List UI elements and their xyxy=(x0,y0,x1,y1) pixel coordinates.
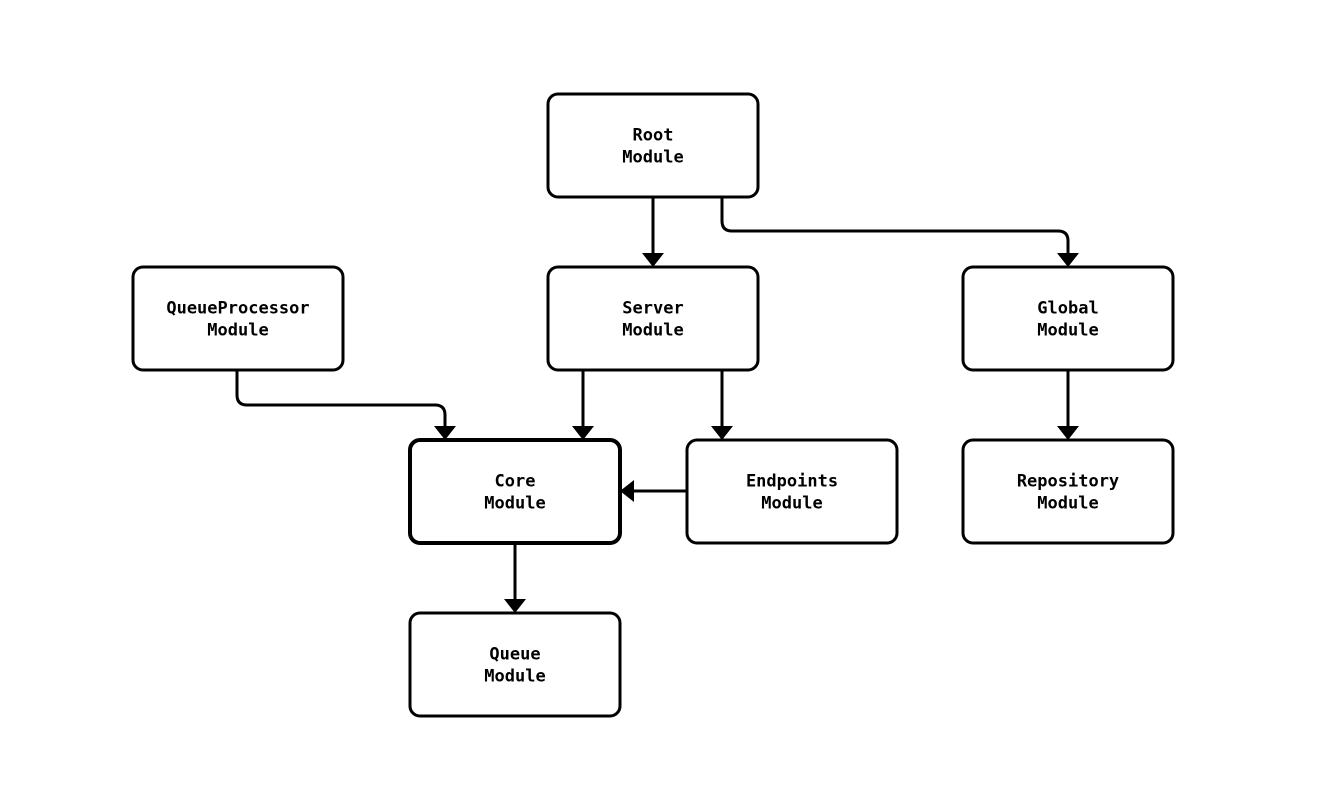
edge-endpoints-to-core-arrowhead xyxy=(620,480,634,502)
repository-module-node-label-line1: Repository xyxy=(1017,472,1119,492)
queueprocessor-module-node-label-line1: QueueProcessor xyxy=(166,299,309,319)
root-module-node-label-line1: Root xyxy=(633,126,674,146)
edge-root-to-server xyxy=(642,197,664,267)
global-module-node-rect[interactable] xyxy=(961,265,1175,372)
edges-layer xyxy=(235,197,1079,613)
queue-module-node-rect[interactable] xyxy=(408,611,622,718)
edge-queueprocessor-to-core xyxy=(235,370,456,440)
server-module-node-label-line2: Module xyxy=(622,321,683,341)
global-module-node-label-line1: Global xyxy=(1037,299,1098,319)
edge-core-to-queue xyxy=(504,543,526,613)
edge-server-to-core-arrowhead xyxy=(572,426,594,440)
edge-global-to-repository xyxy=(1057,370,1079,440)
root-module-node-rect[interactable] xyxy=(546,92,760,199)
edge-core-to-queue-arrowhead xyxy=(504,599,526,613)
endpoints-module-node-rect[interactable] xyxy=(685,438,899,545)
global-module-node-label-line2: Module xyxy=(1037,321,1098,341)
edge-server-to-core xyxy=(572,370,594,440)
core-module-node-label-line1: Core xyxy=(495,472,536,492)
edge-global-to-repository-arrowhead xyxy=(1057,426,1079,440)
repository-module-node-rect[interactable] xyxy=(961,438,1175,545)
edge-root-to-server-arrowhead xyxy=(642,253,664,267)
edge-server-to-endpoints xyxy=(711,370,733,440)
core-module-node-rect[interactable] xyxy=(408,438,622,545)
queue-module-node-label-line2: Module xyxy=(484,667,545,687)
edge-queueprocessor-to-core-arrowhead xyxy=(434,426,456,440)
core-module-node-label-line2: Module xyxy=(484,494,545,514)
queue-module-node-label-line1: Queue xyxy=(489,645,540,665)
server-module-node-rect[interactable] xyxy=(546,265,760,372)
endpoints-module-node-label-line1: Endpoints xyxy=(746,472,838,492)
edge-root-to-global-arrowhead xyxy=(1057,253,1079,267)
edge-endpoints-to-core xyxy=(620,480,687,502)
repository-module-node-label-line2: Module xyxy=(1037,494,1098,514)
edge-root-to-global xyxy=(720,197,1079,267)
edge-server-to-endpoints-arrowhead xyxy=(711,426,733,440)
queueprocessor-module-node-label-line2: Module xyxy=(207,321,268,341)
edge-root-to-global-line xyxy=(720,197,1070,257)
server-module-node-label-line1: Server xyxy=(622,299,683,319)
root-module-node-label-line2: Module xyxy=(622,148,683,168)
edge-queueprocessor-to-core-line xyxy=(235,370,447,430)
endpoints-module-node-label-line2: Module xyxy=(761,494,822,514)
queueprocessor-module-node-rect[interactable] xyxy=(131,265,345,372)
